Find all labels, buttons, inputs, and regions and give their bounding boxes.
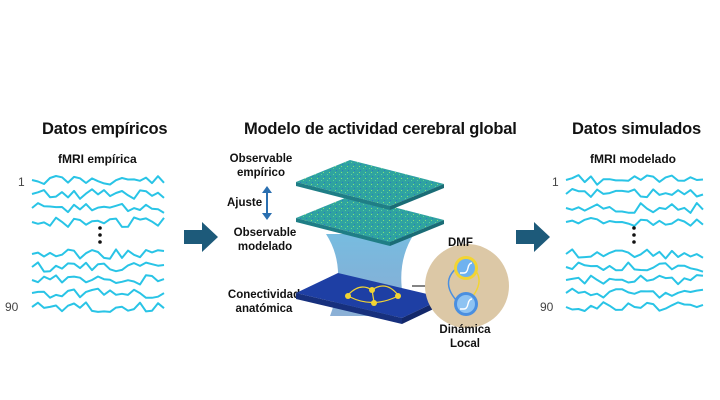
right-signal-panel <box>565 174 704 312</box>
observable-empirical-label: Observable empírico <box>229 153 293 179</box>
modeled-matrix-plane <box>296 196 444 242</box>
model-stack <box>296 160 444 324</box>
center-title: Modelo de actividad cerebral global <box>244 120 517 138</box>
signal-trace <box>565 174 704 186</box>
right-signal-traces <box>565 174 704 312</box>
observable-modeled-label: Observable modelado <box>233 227 297 253</box>
sigmoid-icon <box>454 292 478 316</box>
signal-trace <box>31 287 165 299</box>
fit-label: Ajuste <box>227 197 263 209</box>
dmf-circle <box>412 244 509 328</box>
empirical-matrix-plane <box>296 160 444 206</box>
sigmoid-icon <box>454 256 478 280</box>
arrow-right-icon <box>516 222 550 252</box>
right-index-top: 1 <box>552 175 559 189</box>
left-signal-panel <box>31 175 165 313</box>
signal-trace <box>31 261 165 273</box>
right-subtitle: fMRI modelado <box>590 152 676 166</box>
double-arrow-icon <box>262 186 272 220</box>
signal-trace <box>31 248 165 260</box>
left-subtitle: fMRI empírica <box>58 152 137 166</box>
signal-trace <box>31 216 165 228</box>
connectivity-plane <box>296 273 444 318</box>
connectivity-label: Conectividad anatómica <box>227 289 301 315</box>
right-title: Datos simulados <box>572 120 702 138</box>
signal-trace <box>565 248 704 260</box>
dmf-background <box>425 244 509 328</box>
signal-trace <box>565 301 704 312</box>
left-signal-traces <box>31 175 165 313</box>
signal-trace <box>31 202 165 214</box>
ellipsis-vertical-icon <box>632 226 636 244</box>
right-index-bottom: 90 <box>540 300 554 314</box>
arrow-right-icon <box>184 222 218 252</box>
signal-trace <box>31 188 165 200</box>
signal-trace <box>565 202 704 214</box>
signal-trace <box>31 175 165 186</box>
left-index-bottom: 90 <box>5 300 19 314</box>
left-title: Datos empíricos <box>42 120 168 138</box>
signal-trace <box>31 301 165 313</box>
signal-trace <box>565 274 704 286</box>
signal-trace <box>565 188 704 199</box>
signal-trace <box>31 274 165 286</box>
local-dynamics-label: Dinámica Local <box>439 324 491 350</box>
left-index-top: 1 <box>18 175 25 189</box>
ellipsis-vertical-icon <box>98 226 102 244</box>
dmf-label: DMF <box>448 237 473 249</box>
signal-trace <box>565 261 704 273</box>
signal-trace <box>565 287 704 299</box>
signal-trace <box>565 217 704 227</box>
